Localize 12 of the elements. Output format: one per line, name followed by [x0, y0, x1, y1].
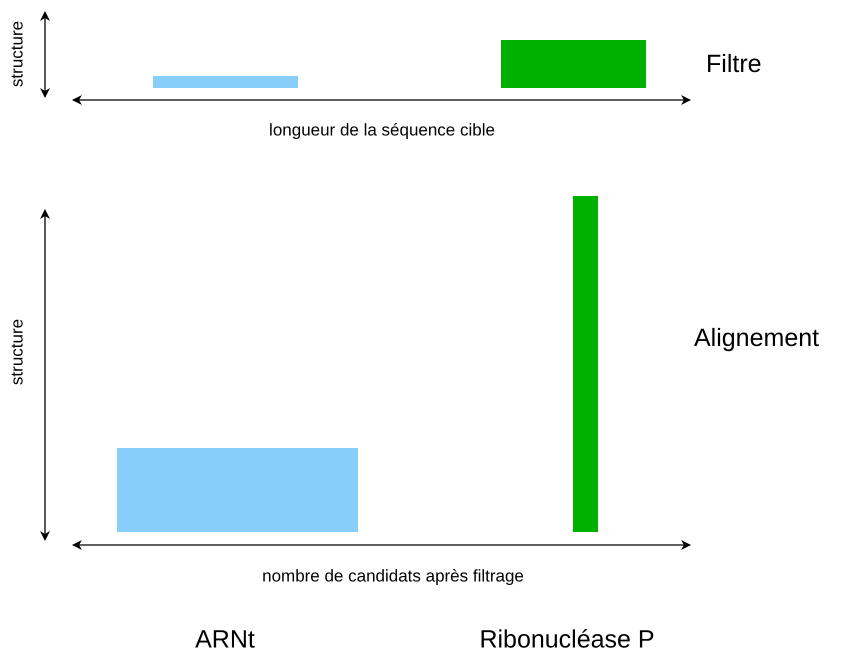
axis-label: structure — [8, 318, 26, 386]
column-label: Ribonucléase P — [479, 628, 655, 652]
row-label: Alignement — [694, 326, 820, 351]
bar — [501, 40, 646, 88]
axis-label: structure — [8, 20, 26, 88]
bar — [573, 196, 598, 532]
axis-label: longueur de la séquence cible — [269, 122, 495, 138]
bar — [117, 448, 358, 532]
axis-label: nombre de candidats après filtrage — [262, 568, 524, 584]
row-label: Filtre — [706, 52, 762, 77]
bar — [153, 76, 298, 88]
column-label: ARNt — [195, 628, 255, 652]
